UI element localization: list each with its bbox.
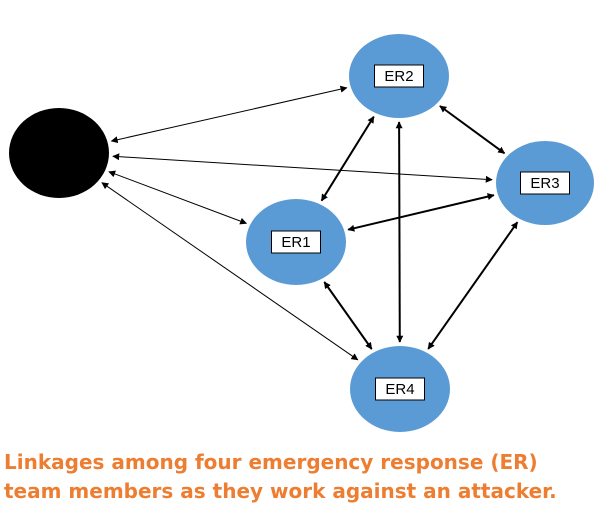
edge-er1-er2 [320, 116, 375, 202]
node-er1: ER1 [246, 199, 346, 285]
node-er4-label-box [375, 377, 425, 401]
node-attacker-circle [9, 108, 109, 198]
node-attacker [9, 108, 109, 198]
edge-attacker-er3 [112, 153, 493, 183]
node-er3-label: ER3 [530, 175, 559, 192]
node-er3-label-box [520, 171, 570, 195]
edge-er3-er4 [427, 221, 519, 350]
node-er3: ER3 [496, 141, 594, 225]
node-er1-label-box [271, 230, 321, 254]
edge-er1-er3 [347, 193, 495, 232]
edge-attacker-er4 [101, 182, 359, 361]
edges-layer [101, 85, 519, 361]
node-er1-label: ER1 [281, 234, 310, 251]
edge-er1-er4 [323, 281, 373, 350]
figure-caption: Linkages among four emergency response (… [4, 450, 557, 503]
edge-er2-er4 [395, 121, 404, 343]
edge-er2-er3 [439, 105, 506, 155]
edge-attacker-er1 [108, 170, 248, 225]
node-er4: ER4 [350, 346, 450, 432]
node-er2-label: ER2 [384, 68, 413, 85]
node-er2-label-box [374, 64, 424, 88]
node-er2: ER2 [349, 34, 449, 118]
edge-attacker-er2 [110, 85, 348, 144]
node-er4-label: ER4 [385, 381, 414, 398]
